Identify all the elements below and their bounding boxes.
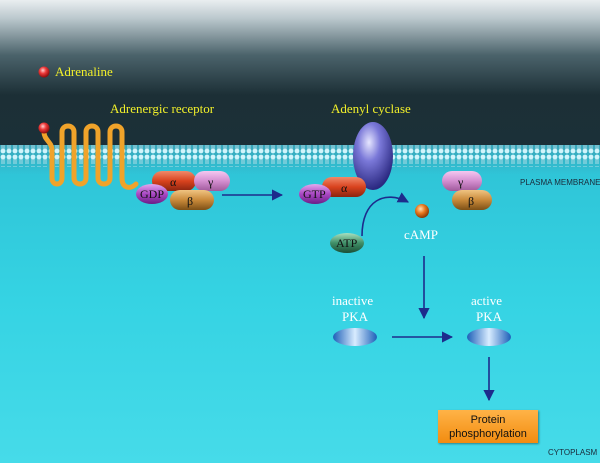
pka-active-label-2: PKA [476,309,503,324]
protein-phosphorylation-line-2: phosphorylation [449,428,527,440]
atp-molecule [330,233,364,253]
cytoplasm-label: CYTOPLASM [548,448,598,457]
adrenergic-receptor-shape [41,123,139,190]
alpha-subunit-2-label: α [341,181,348,195]
pka-active-label-1: active [471,293,503,308]
plasma-membrane-label: PLASMA MEMBRANE [520,178,600,187]
protein-phosphorylation-box: Protein phosphorylation [438,410,538,443]
alpha-subunit-1-label: α [170,175,177,189]
pka-active-shape [467,328,511,346]
extracellular-space [0,0,600,145]
adrenaline-legend-ball [38,66,50,78]
beta-subunit-2 [452,190,492,210]
camp-molecule [415,204,429,218]
gamma-subunit-1 [194,171,230,191]
adrenergic-receptor-label: Adrenergic receptor [110,101,215,116]
adenyl-cyclase-shape [353,122,393,190]
gtp-molecule [299,184,331,204]
atp-label: ATP [336,236,358,250]
alpha-subunit-1 [152,171,196,191]
beta-subunit-2-label: β [468,194,474,208]
beta-subunit-1-label: β [187,194,193,208]
camp-label: cAMP [404,227,438,242]
pka-inactive-shape [333,328,377,346]
alpha-subunit-2 [322,177,366,197]
gtp-label: GTP [303,187,326,201]
beta-subunit-1 [170,190,214,210]
adrenaline-bound-ball [38,122,50,134]
pka-inactive-label-1: inactive [332,293,374,308]
gamma-subunit-2-label: γ [457,175,464,189]
pka-inactive-label-2: PKA [342,309,369,324]
gdp-molecule [136,184,168,204]
plasma-membrane [0,145,600,167]
gdp-label: GDP [140,187,164,201]
protein-phosphorylation-line-1: Protein [470,414,506,426]
gamma-subunit-2 [442,171,482,191]
adenyl-cyclase-label: Adenyl cyclase [331,101,411,116]
gamma-subunit-1-label: γ [207,175,214,189]
adrenaline-label: Adrenaline [55,64,113,79]
arrow-atp-to-camp [361,192,409,237]
